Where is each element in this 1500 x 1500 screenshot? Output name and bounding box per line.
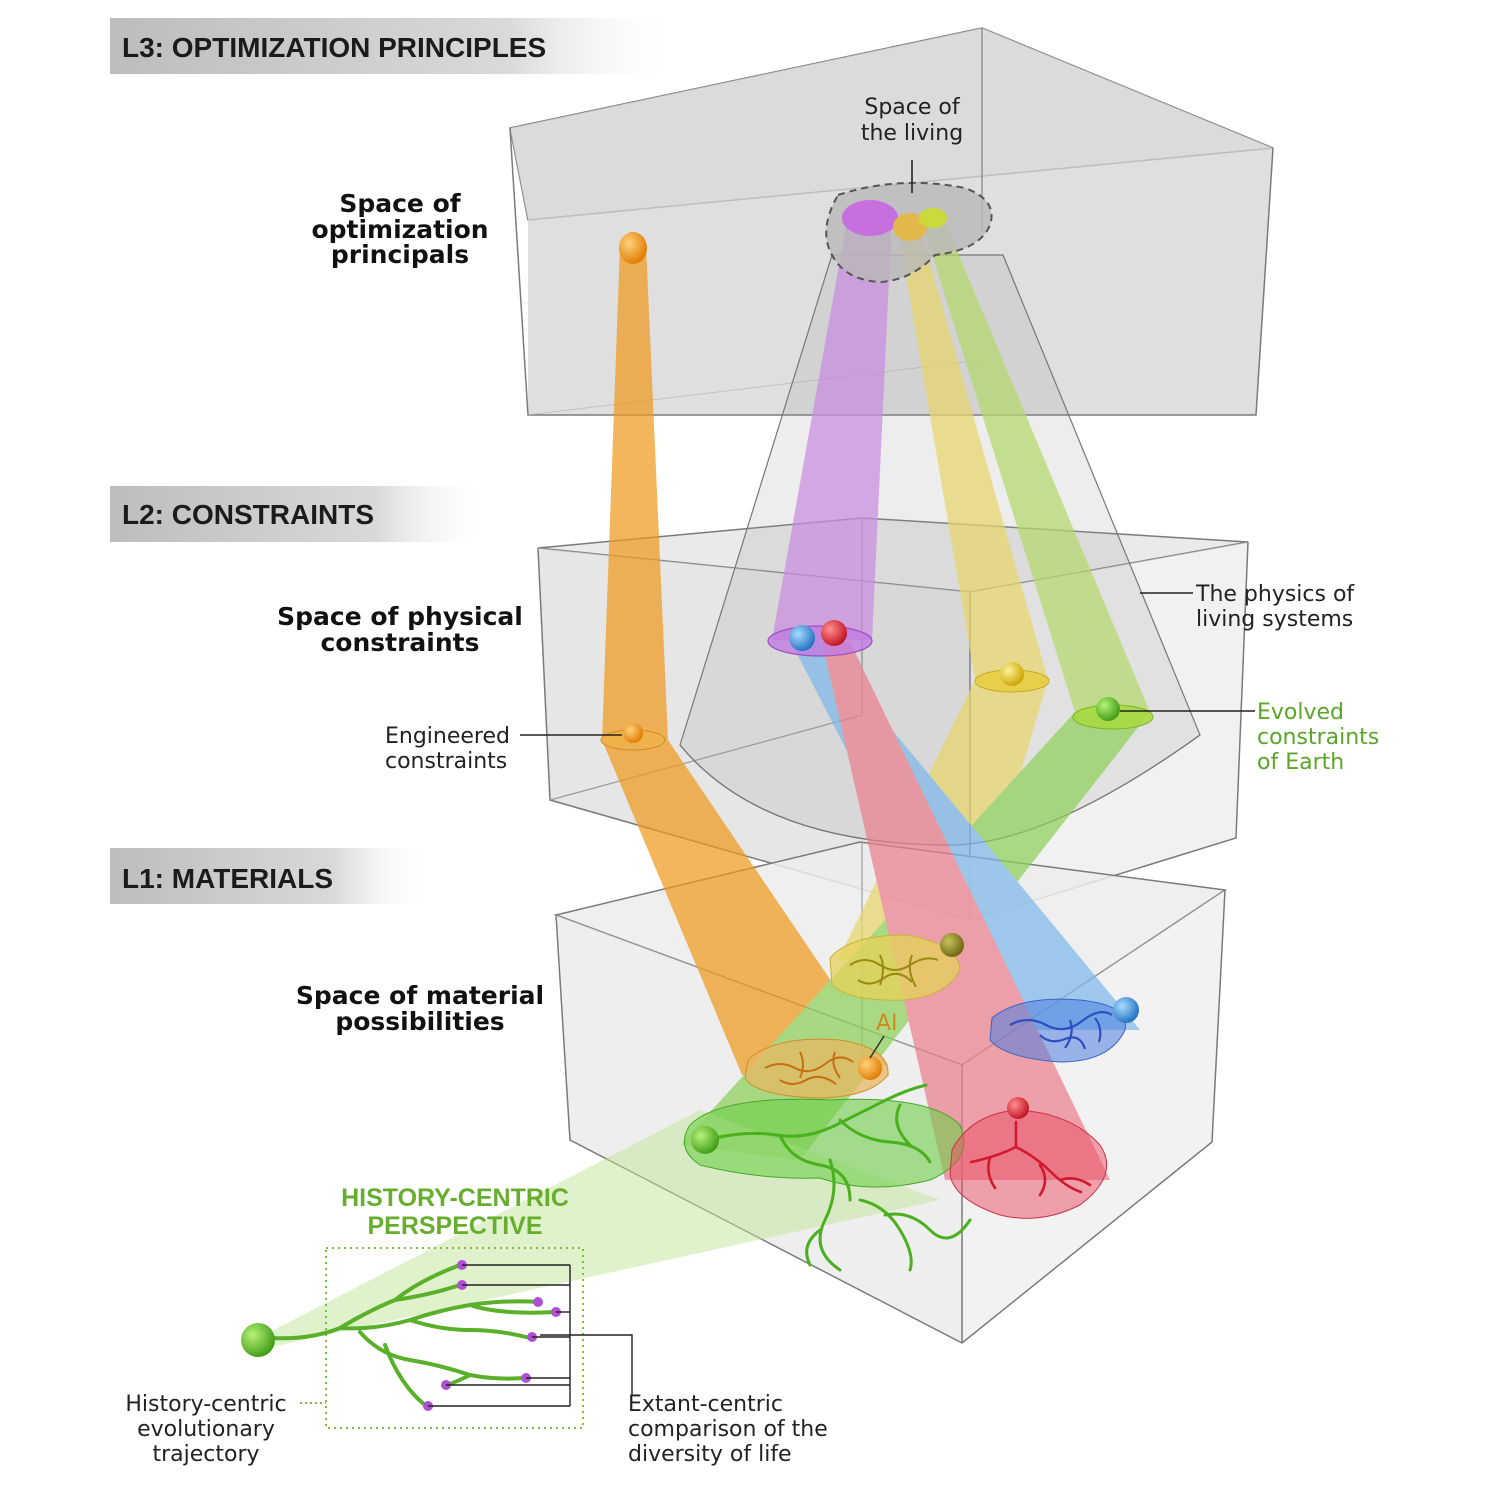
- banner-l2: L2: CONSTRAINTS: [110, 486, 490, 542]
- orange-beam-upper: [602, 245, 668, 740]
- svg-text:trajectory: trajectory: [152, 1442, 259, 1467]
- red-l1-node: [1007, 1097, 1029, 1119]
- label-evolved: Evolved constraints of Earth: [1257, 700, 1379, 775]
- svg-text:HISTORY-CENTRIC: HISTORY-CENTRIC: [341, 1184, 569, 1212]
- l1-patches: [683, 933, 1139, 1272]
- svg-text:constraints: constraints: [1257, 725, 1379, 750]
- svg-text:Evolved: Evolved: [1257, 700, 1344, 725]
- label-phys-space: Space of physical constraints: [277, 602, 523, 657]
- label-extant: Extant-centric comparison of the diversi…: [628, 1392, 828, 1467]
- green-beam-upper: [922, 222, 1150, 712]
- svg-text:the living: the living: [861, 121, 963, 146]
- green-node: [1096, 697, 1120, 721]
- svg-text:Space of material: Space of material: [296, 981, 544, 1010]
- svg-text:constraints: constraints: [320, 628, 479, 657]
- history-tree: [241, 1247, 633, 1429]
- svg-text:optimization: optimization: [311, 215, 488, 244]
- olive-node: [940, 933, 964, 957]
- space-of-living: [825, 181, 993, 284]
- engineered-node: [623, 723, 643, 743]
- yellow-node: [1000, 662, 1024, 686]
- blue-l1-node: [1113, 997, 1139, 1023]
- banner-l3: L3: OPTIMIZATION PRINCIPLES: [110, 18, 680, 74]
- banner-l1-text: L1: MATERIALS: [122, 863, 333, 894]
- callout-lines: [520, 160, 1255, 736]
- banner-l3-text: L3: OPTIMIZATION PRINCIPLES: [122, 32, 546, 63]
- svg-text:Space of: Space of: [864, 95, 960, 120]
- svg-text:comparison of the: comparison of the: [628, 1417, 828, 1442]
- svg-text:Space of: Space of: [339, 189, 461, 218]
- banner-l1: L1: MATERIALS: [110, 848, 430, 904]
- history-origin-node: [241, 1323, 275, 1357]
- svg-text:principals: principals: [331, 240, 469, 269]
- svg-text:constraints: constraints: [385, 749, 507, 774]
- svg-text:The physics of: The physics of: [1195, 582, 1355, 607]
- svg-text:Space of physical: Space of physical: [277, 602, 523, 631]
- label-history-trajectory: History-centric evolutionary trajectory: [125, 1392, 286, 1467]
- svg-text:Extant-centric: Extant-centric: [628, 1392, 783, 1417]
- orange-top-node: [619, 232, 647, 264]
- svg-text:of Earth: of Earth: [1257, 750, 1344, 775]
- label-opt-space: Space of optimization principals: [311, 189, 488, 269]
- svg-text:evolutionary: evolutionary: [137, 1417, 275, 1442]
- banner-l2-text: L2: CONSTRAINTS: [122, 499, 374, 530]
- svg-text:diversity of life: diversity of life: [628, 1442, 792, 1467]
- label-living-space: Space of the living: [861, 95, 963, 146]
- label-history-title: HISTORY-CENTRIC PERSPECTIVE: [341, 1184, 569, 1240]
- yellow-beam-upper: [898, 228, 1048, 680]
- green-l1-node: [691, 1126, 719, 1154]
- orange-beam-lower: [602, 740, 888, 1075]
- svg-text:possibilities: possibilities: [335, 1007, 504, 1036]
- purple-beam: [772, 215, 892, 640]
- svg-text:living systems: living systems: [1196, 607, 1353, 632]
- svg-text:PERSPECTIVE: PERSPECTIVE: [367, 1212, 542, 1240]
- label-material-space: Space of material possibilities: [296, 981, 544, 1036]
- label-engineered: Engineered constraints: [385, 724, 510, 774]
- blue-node: [789, 625, 815, 651]
- label-ai: AI: [876, 1011, 898, 1036]
- svg-text:History-centric: History-centric: [125, 1392, 286, 1417]
- ai-node: [858, 1056, 882, 1080]
- label-physics-living: The physics of living systems: [1195, 582, 1355, 632]
- red-node: [821, 620, 847, 646]
- svg-text:Engineered: Engineered: [385, 724, 510, 749]
